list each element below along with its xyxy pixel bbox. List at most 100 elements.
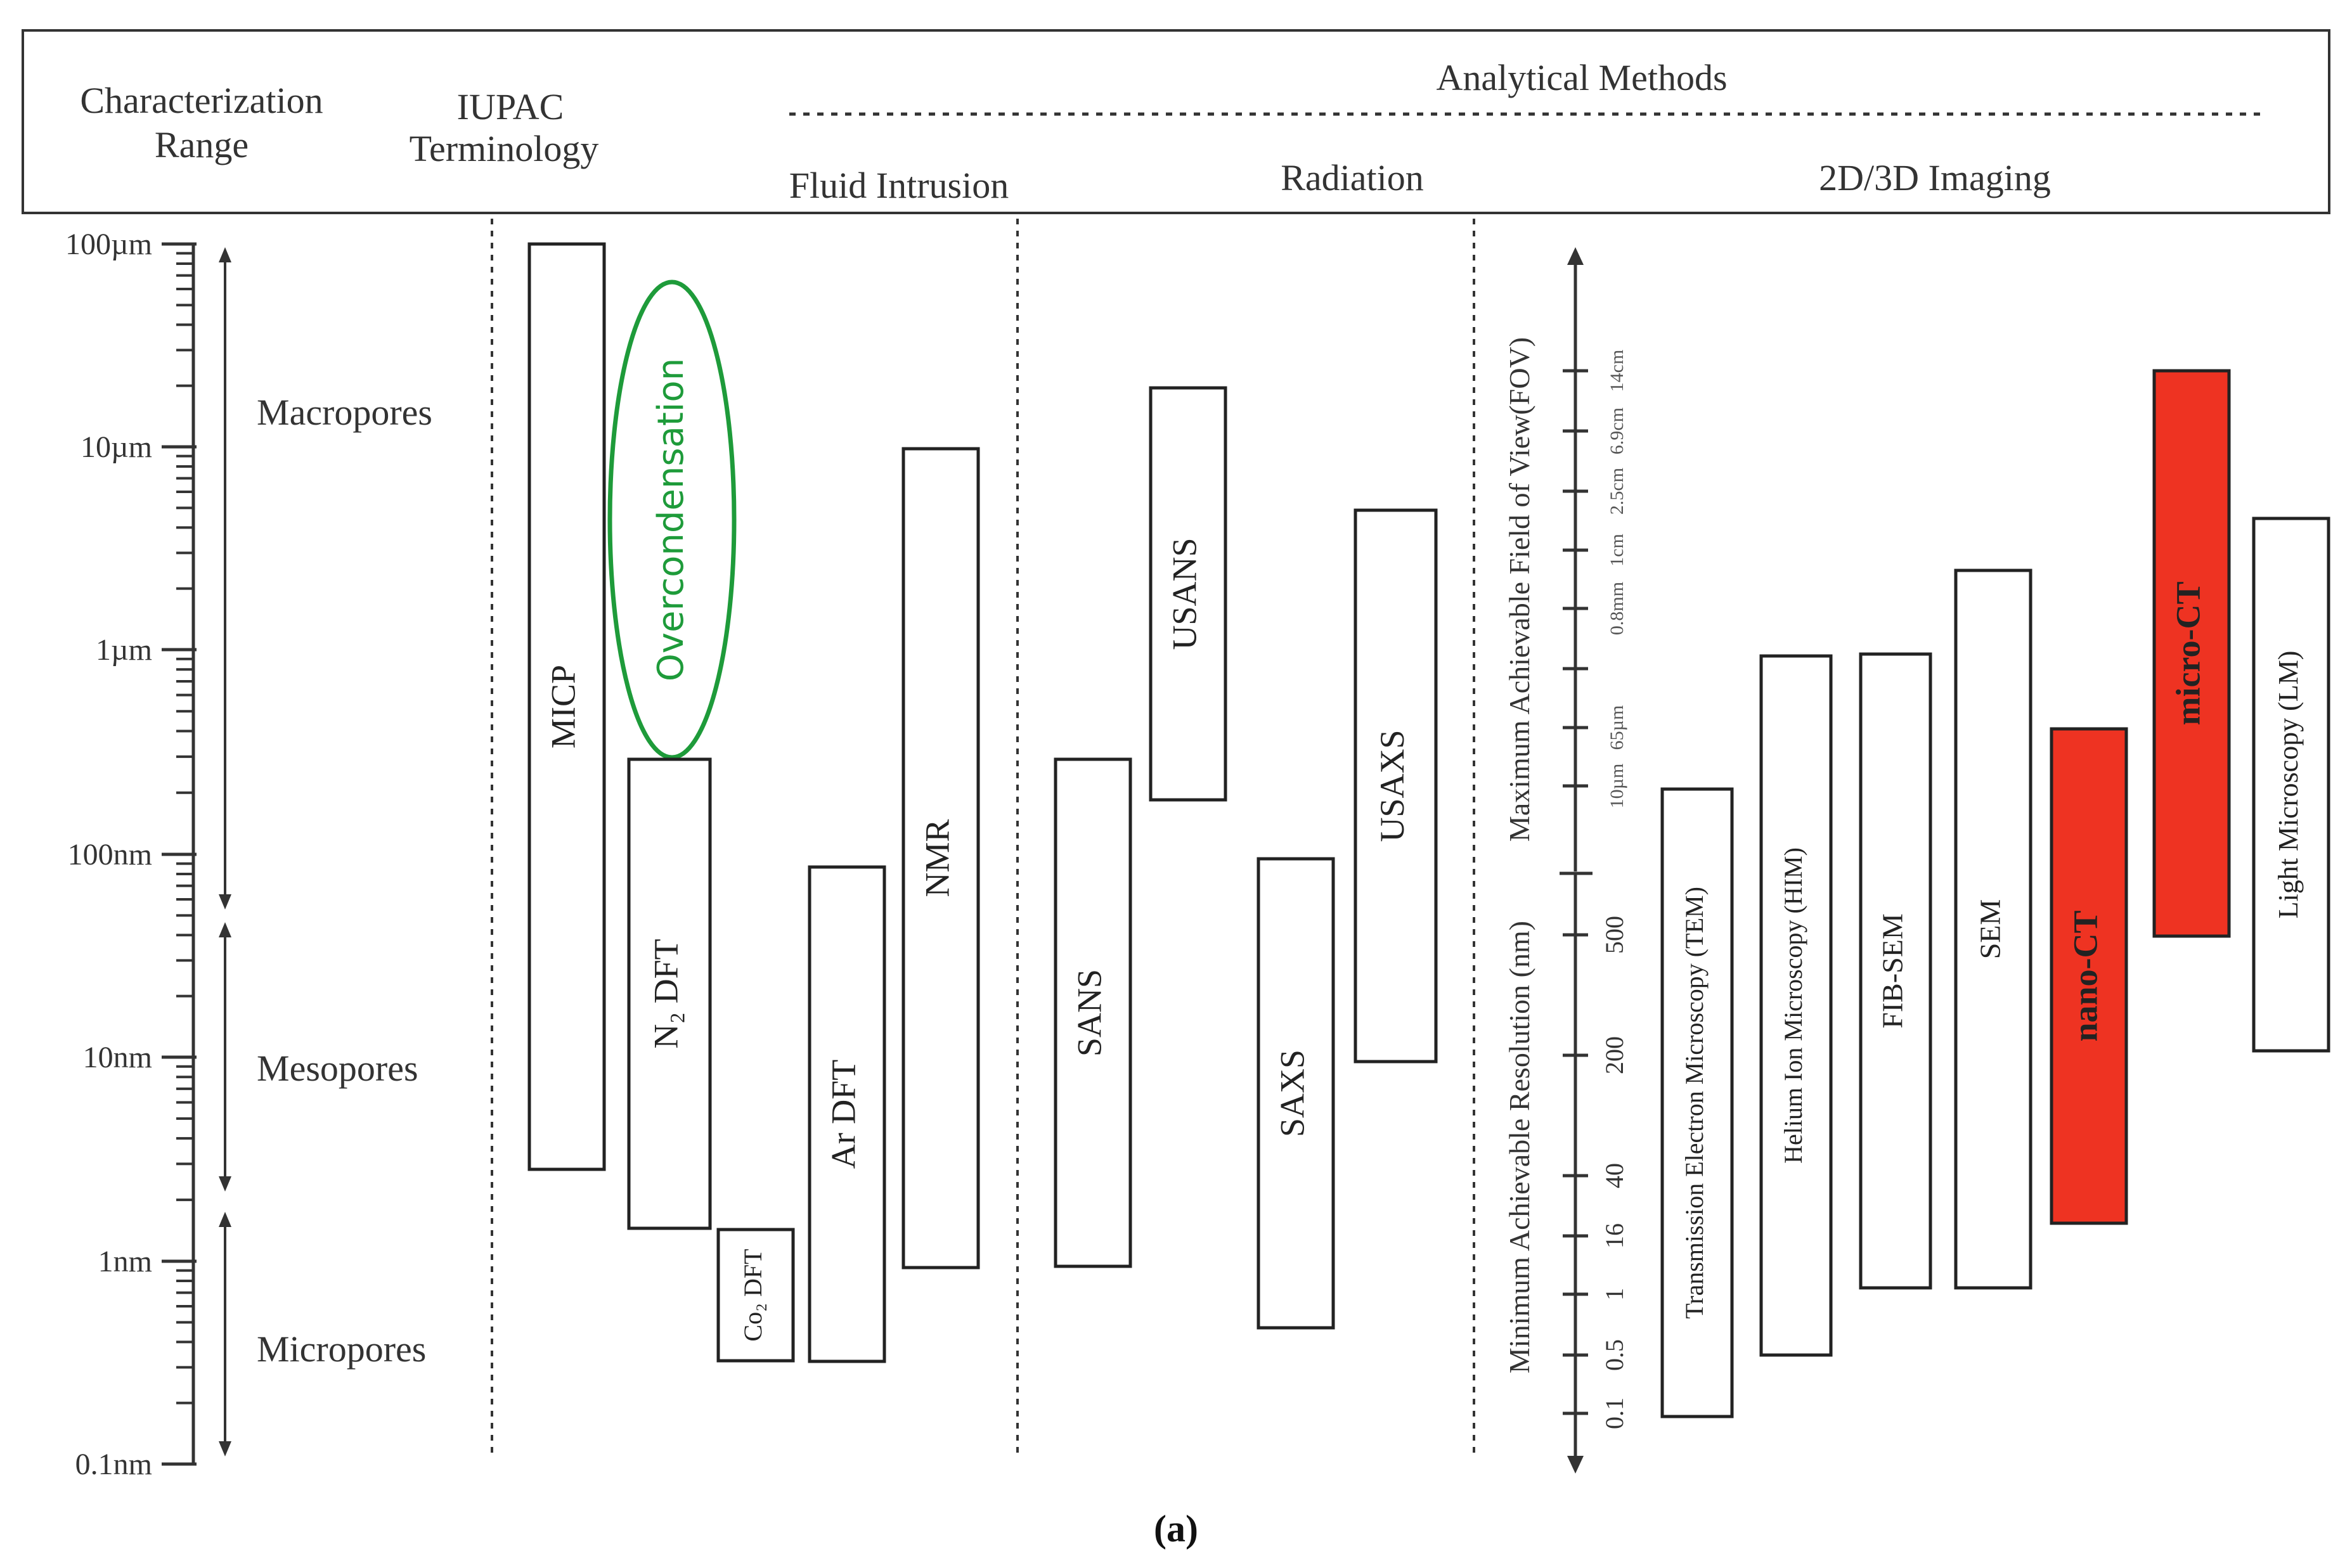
method-box: USANS — [1149, 386, 1227, 802]
method-range-rect — [2252, 517, 2330, 1053]
method-box: Light Microscopy (LM) — [2252, 517, 2330, 1053]
method-box: micro-CT — [2152, 369, 2231, 938]
scale-tick-label: 10nm — [83, 1041, 152, 1074]
method-label: USANS — [1165, 537, 1203, 650]
method-label: Transmission Electron Microscopy (TEM) — [1680, 887, 1709, 1319]
method-box: Co₂ DFT — [716, 1228, 795, 1363]
iupac-terminology-line1: IUPAC — [457, 86, 564, 127]
method-range-rect — [1149, 386, 1227, 802]
method-range-rect — [1759, 654, 1833, 1357]
method-box: NMR — [901, 447, 980, 1269]
method-label: Co₂ DFT — [739, 1249, 767, 1341]
method-range-rect — [1054, 757, 1132, 1268]
pore-range-arrowhead-bottom — [219, 1176, 231, 1192]
header-box — [22, 29, 2330, 214]
fov-tick-label: 65µm — [1606, 705, 1627, 750]
characterization-range-line1: Characterization — [80, 80, 323, 121]
imaging-heading: 2D/3D Imaging — [1819, 157, 2051, 198]
pore-class-label: Mesopores — [257, 1048, 418, 1089]
method-range-rect — [627, 757, 712, 1230]
method-range-rect — [2152, 369, 2231, 938]
method-range-rect — [901, 447, 980, 1269]
resolution-axis-title: Minimum Achievable Resolution (nm) — [1503, 921, 1535, 1373]
pore-range-arrowhead-top — [219, 922, 231, 937]
method-box: nano-CT — [2050, 727, 2128, 1225]
method-box: N₂ DFT — [627, 757, 712, 1230]
method-boxes: MICP N₂ DFT Co₂ DFT Ar DFT NMR SANS USANS SAXS U… — [527, 242, 2330, 1418]
resolution-tick-label: 16 — [1600, 1223, 1629, 1249]
scale-tick-label: 100nm — [68, 838, 152, 871]
resolution-tick-label: 0.1 — [1600, 1398, 1629, 1429]
scale-tick-label: 0.1nm — [75, 1448, 152, 1481]
characterization-range-line2: Range — [155, 124, 249, 165]
resolution-tick-label: 1 — [1600, 1288, 1629, 1301]
pore-range-arrowhead-bottom — [219, 894, 231, 909]
method-box: FIB-SEM — [1859, 652, 1932, 1290]
scale-tick-label: 1µm — [96, 633, 152, 667]
pore-range-arrowhead-top — [219, 247, 231, 262]
method-range-rect — [1257, 857, 1335, 1330]
pore-range-arrowhead-bottom — [219, 1441, 231, 1456]
method-range-rect — [1660, 787, 1734, 1418]
method-box: SAXS — [1257, 857, 1335, 1330]
resolution-axis-arrowhead — [1567, 1456, 1584, 1474]
method-label: nano-CT — [2066, 910, 2104, 1041]
method-box: SANS — [1054, 757, 1132, 1268]
scale-tick-label: 1nm — [98, 1245, 152, 1278]
fov-tick-label: 2.5cm — [1606, 468, 1627, 515]
overcondensation-annotation: Overcondensation — [607, 280, 737, 760]
method-label: MICP — [544, 665, 582, 749]
method-label: Ar DFT — [824, 1060, 862, 1169]
method-range-rect — [1954, 569, 2032, 1290]
iupac-terminology-line2: Terminology — [410, 128, 599, 169]
fov-axis-title: Maximum Achievable Field of View(FOV) — [1503, 337, 1535, 842]
fov-tick-label: 0.8mm — [1606, 582, 1627, 635]
figure-caption: (a) — [1154, 1508, 1198, 1550]
fov-tick-label: 10µm — [1606, 764, 1627, 809]
pore-class-label: Micropores — [257, 1328, 426, 1370]
method-range-rect — [2050, 727, 2128, 1225]
characterization-scale: 100µm 10µm 1µm 100nm 10nm 1nm 0.1nm — [65, 228, 197, 1481]
pore-class-label: Macropores — [257, 392, 432, 433]
method-label: Helium Ion Microscopy (HIM) — [1779, 847, 1807, 1164]
method-box: Helium Ion Microscopy (HIM) — [1759, 654, 1833, 1357]
method-range-rect — [808, 865, 886, 1363]
method-label: N₂ DFT — [647, 939, 685, 1048]
method-label: FIB-SEM — [1877, 913, 1909, 1028]
method-box: Transmission Electron Microscopy (TEM) — [1660, 787, 1734, 1418]
fov-axis-arrowhead — [1567, 247, 1584, 265]
resolution-tick-label: 500 — [1600, 916, 1629, 954]
fluid-intrusion-heading: Fluid Intrusion — [789, 165, 1009, 206]
resolution-tick-label: 200 — [1600, 1036, 1629, 1074]
overcondensation-label: Overcondensation — [650, 358, 692, 681]
overcondensation-ellipse — [607, 280, 737, 760]
method-label: SEM — [1974, 899, 2006, 960]
method-label: SANS — [1070, 969, 1108, 1057]
method-label: Light Microscopy (LM) — [2273, 651, 2304, 919]
analytical-methods-title: Analytical Methods — [1436, 57, 1727, 98]
method-box: Ar DFT — [808, 865, 886, 1363]
fov-tick-label: 6.9cm — [1606, 408, 1627, 454]
method-label: USAXS — [1373, 729, 1411, 842]
resolution-tick-label: 40 — [1600, 1163, 1629, 1188]
method-box: SEM — [1954, 569, 2032, 1290]
radiation-heading: Radiation — [1281, 157, 1424, 198]
method-box: MICP — [527, 242, 606, 1171]
resolution-tick-label: 0.5 — [1600, 1339, 1629, 1371]
method-label: micro-CT — [2169, 582, 2207, 726]
method-range-rect — [1859, 652, 1932, 1290]
method-range-rect — [1354, 508, 1438, 1064]
method-range-rect — [527, 242, 606, 1171]
scale-tick-label: 100µm — [65, 228, 152, 261]
pore-range-arrowhead-top — [219, 1212, 231, 1227]
method-box: USAXS — [1354, 508, 1438, 1064]
fov-tick-label: 14cm — [1606, 350, 1627, 392]
imaging-dual-axis: Maximum Achievable Field of View(FOV) Mi… — [1503, 247, 1629, 1474]
method-range-rect — [716, 1228, 795, 1363]
scale-tick-label: 10µm — [81, 430, 152, 464]
method-label: SAXS — [1273, 1050, 1311, 1137]
section-dividers — [491, 219, 1475, 1458]
fov-tick-label: 1cm — [1606, 534, 1627, 567]
